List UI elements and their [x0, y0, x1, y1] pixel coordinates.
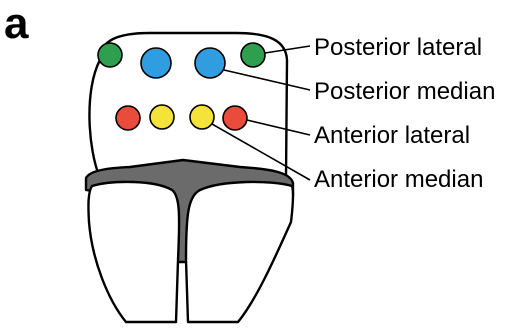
posterior-lateral-eye-left: [98, 43, 122, 67]
label-posterior-median: Posterior median: [314, 78, 495, 105]
label-posterior-lateral: Posterior lateral: [314, 34, 482, 61]
posterior-lateral-eye-right: [241, 43, 265, 67]
panel-letter: a: [4, 0, 29, 48]
label-anterior-lateral: Anterior lateral: [314, 122, 470, 149]
left-chelicera: [88, 182, 179, 322]
anterior-median-eye-right: [190, 105, 214, 129]
label-anterior-median: Anterior median: [314, 166, 483, 193]
anterior-lateral-eye-right: [223, 106, 247, 130]
posterior-median-eye-right: [195, 48, 225, 78]
right-chelicera: [186, 182, 293, 322]
anterior-median-eye-left: [150, 105, 174, 129]
posterior-median-eye-left: [141, 48, 171, 78]
anterior-lateral-eye-left: [116, 106, 140, 130]
